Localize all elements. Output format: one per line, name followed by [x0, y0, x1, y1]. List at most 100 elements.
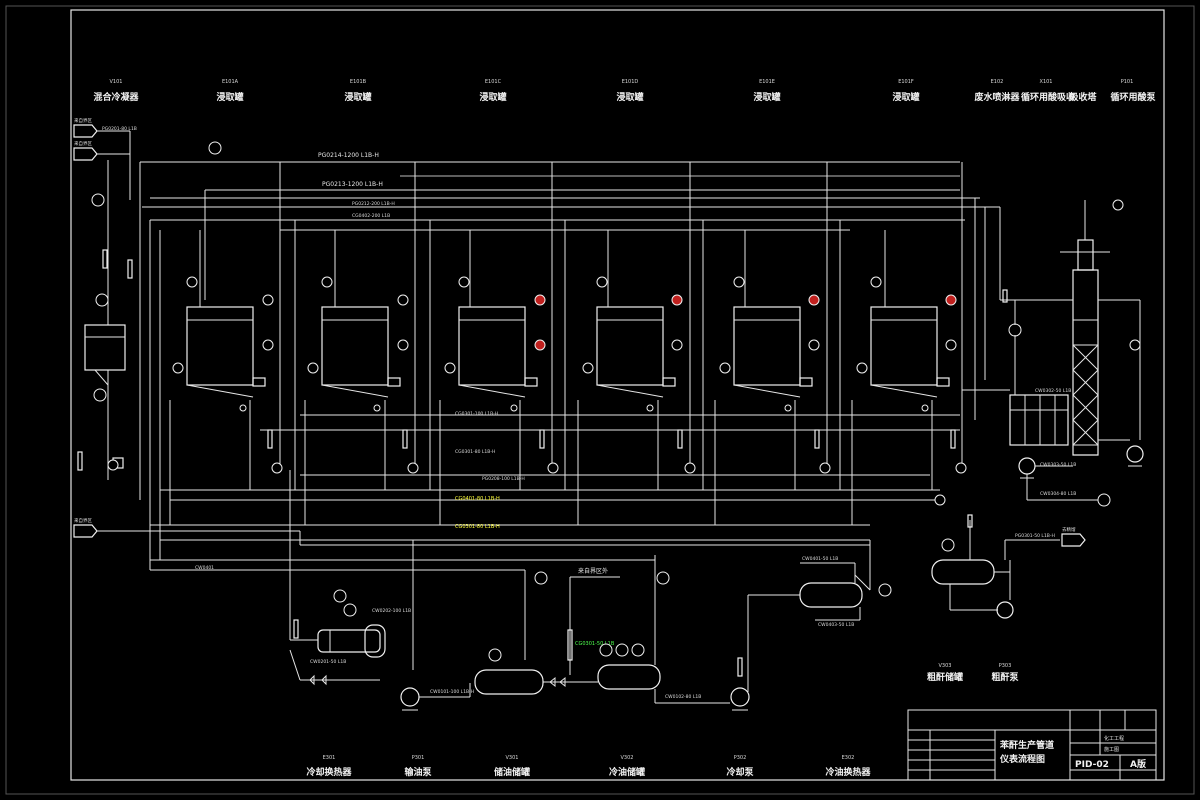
- outer-border: [5, 5, 1195, 795]
- equip-label-e101a: E101A 浸取罐: [216, 79, 243, 103]
- cold-oil-exchanger-e302: CW0401-50 L1B CW0403-50 L1B: [799, 556, 863, 628]
- svg-text:CW0201-50 L1B: CW0201-50 L1B: [310, 659, 346, 665]
- equip-label-e101c: E101C 浸取罐: [479, 79, 506, 103]
- recovery-feed-loops: 来自界区外 CG0301-50 L1B: [210, 470, 892, 675]
- equip-label-e101b: E101B 浸取罐: [344, 79, 371, 103]
- equip-label-absorber: 吸收塔: [1069, 91, 1097, 103]
- svg-text:CW0102-80 L1B: CW0102-80 L1B: [665, 694, 701, 700]
- cooling-pump-p302: [730, 594, 800, 711]
- svg-text:废水喷淋器: 废水喷淋器: [974, 91, 1020, 103]
- header-line-label-1: PG0214-1200 L1B-H: [318, 152, 379, 159]
- svg-text:CW0401: CW0401: [195, 565, 214, 571]
- svg-text:CW0202-100 L1B: CW0202-100 L1B: [372, 608, 411, 614]
- svg-text:浸取罐: 浸取罐: [344, 91, 371, 103]
- svg-text:E302: E302: [842, 755, 855, 761]
- svg-text:混合冷凝器: 混合冷凝器: [93, 91, 139, 103]
- yellow-line-label-1: CG0401-80 L1B-H: [455, 496, 500, 502]
- header-line-label-3: PG0212-200 L1B-H: [352, 201, 395, 207]
- yellow-line-label-2: CG0301-80 L1B-H: [455, 524, 500, 530]
- source-note: 来自界区外: [578, 567, 608, 575]
- svg-text:V301: V301: [506, 755, 519, 761]
- svg-text:P101: P101: [1121, 79, 1134, 85]
- equip-label-p303: P303 粗酐泵: [991, 663, 1019, 683]
- title-line-2: 仪表流程图: [999, 753, 1045, 765]
- cooling-heat-exchanger-e301: CW0201-50 L1B CW0202-100 L1B: [289, 589, 411, 686]
- svg-text:粗酐泵: 粗酐泵: [991, 671, 1019, 683]
- equip-label-p101: P101 循环用酸泵: [1110, 79, 1156, 103]
- svg-text:V302: V302: [621, 755, 634, 761]
- svg-text:储油储罐: 储油储罐: [494, 766, 530, 778]
- svg-text:PG0208-100 L1B-H: PG0208-100 L1B-H: [482, 476, 525, 482]
- oil-storage-tank-v301: [474, 648, 598, 695]
- equip-label-e102: E102 废水喷淋器: [974, 79, 1020, 103]
- title-block: 苯酐生产管道 仪表流程图 化工工程 施工图 PID-02 A版: [907, 709, 1157, 781]
- equip-label-v303: V303 粗酐储罐: [927, 663, 963, 683]
- svg-text:E101B: E101B: [350, 79, 367, 85]
- svg-text:X101: X101: [1040, 79, 1053, 85]
- bottom-equipment-labels: E301 冷却换热器 P301 输油泵 V301 储油储罐 V302 冷油储罐 …: [306, 663, 1019, 778]
- equip-label-v301: V301 储油储罐: [494, 755, 530, 778]
- svg-text:循环用酸泵: 循环用酸泵: [1110, 91, 1156, 103]
- title-label-1: 化工工程: [1104, 735, 1124, 742]
- svg-text:PG0201-80 L1B: PG0201-80 L1B: [102, 126, 137, 132]
- svg-text:CW0304-80 L1B: CW0304-80 L1B: [1040, 491, 1076, 497]
- equip-label-p301: P301 输油泵: [404, 755, 432, 778]
- svg-text:CW0101-100 L1B-H: CW0101-100 L1B-H: [430, 689, 474, 695]
- extraction-tank-2: [307, 276, 409, 412]
- equip-label-e301: E301 冷却换热器: [306, 755, 352, 778]
- svg-text:来自界区: 来自界区: [74, 140, 92, 147]
- drawing-frame: [70, 9, 1165, 781]
- process-headers: [129, 140, 1000, 300]
- svg-text:CG0301-80 L1B-H: CG0301-80 L1B-H: [455, 449, 495, 455]
- top-equipment-labels: V101 混合冷凝器 E101A 浸取罐 E101B 浸取罐 E101C 浸取罐…: [93, 79, 1156, 103]
- svg-text:E101A: E101A: [222, 79, 239, 85]
- svg-text:去精馏: 去精馏: [1062, 526, 1076, 533]
- svg-text:CW0403-50 L1B: CW0403-50 L1B: [818, 622, 854, 628]
- svg-text:冷油储罐: 冷油储罐: [609, 766, 645, 778]
- svg-text:输油泵: 输油泵: [404, 766, 432, 778]
- svg-text:CG0301-100 L1B-H: CG0301-100 L1B-H: [455, 411, 498, 417]
- svg-text:浸取罐: 浸取罐: [479, 91, 506, 103]
- title-line-1: 苯酐生产管道: [999, 739, 1054, 751]
- svg-text:V101: V101: [110, 79, 123, 85]
- svg-text:CW0401-50 L1B: CW0401-50 L1B: [802, 556, 838, 562]
- equip-label-v302: V302 冷油储罐: [609, 755, 645, 778]
- svg-text:冷却换热器: 冷却换热器: [306, 766, 352, 778]
- svg-text:PG0301-50 L1B-H: PG0301-50 L1B-H: [1015, 533, 1055, 539]
- extraction-tank-5: [719, 276, 820, 412]
- svg-text:E101C: E101C: [485, 79, 502, 85]
- svg-text:P303: P303: [999, 663, 1012, 669]
- equip-label-v101: V101 混合冷凝器: [93, 79, 139, 103]
- equip-label-p302: P302 冷却泵: [726, 755, 754, 778]
- svg-text:CW0303-50 L1B: CW0303-50 L1B: [1040, 462, 1076, 468]
- svg-text:循环用酸吸收: 循环用酸吸收: [1021, 91, 1075, 103]
- svg-text:来自界区: 来自界区: [74, 117, 92, 124]
- equip-label-e101e: E101E 浸取罐: [753, 79, 780, 103]
- green-line-label: CG0301-50 L1B: [575, 641, 615, 647]
- equip-label-e302: E302 冷油换热器: [825, 755, 871, 778]
- mixed-condenser-v101: [84, 193, 126, 469]
- svg-text:来自界区: 来自界区: [74, 517, 92, 524]
- extraction-tank-1: [172, 276, 274, 412]
- title-label-2: 施工图: [1104, 746, 1119, 753]
- crude-anhydride-tank-v303: 去精馏 PG0301-50 L1B-H: [931, 514, 1086, 619]
- extraction-tank-6: [856, 276, 957, 412]
- absorber-tower: CW0302-50 L1B CW0303-50 L1B CW0304-80 L1…: [962, 199, 1144, 507]
- svg-text:E301: E301: [323, 755, 336, 761]
- svg-text:P301: P301: [412, 755, 425, 761]
- svg-text:P302: P302: [734, 755, 747, 761]
- header-line-label-2: PG0213-1200 L1B-H: [322, 181, 383, 188]
- svg-text:V303: V303: [939, 663, 952, 669]
- svg-text:冷油换热器: 冷油换热器: [825, 766, 871, 778]
- tank-vertical-piping: [77, 141, 986, 525]
- svg-text:E101E: E101E: [759, 79, 775, 85]
- equip-label-x101: X101 循环用酸吸收: [1021, 79, 1075, 103]
- svg-text:浸取罐: 浸取罐: [753, 91, 780, 103]
- extraction-tank-4: [582, 276, 683, 412]
- equip-label-e101f: E101F 浸取罐: [892, 79, 919, 103]
- svg-text:粗酐储罐: 粗酐储罐: [927, 671, 963, 683]
- svg-text:CW0302-50 L1B: CW0302-50 L1B: [1035, 388, 1071, 394]
- svg-text:E101F: E101F: [898, 79, 914, 85]
- drawing-version: A版: [1130, 758, 1146, 770]
